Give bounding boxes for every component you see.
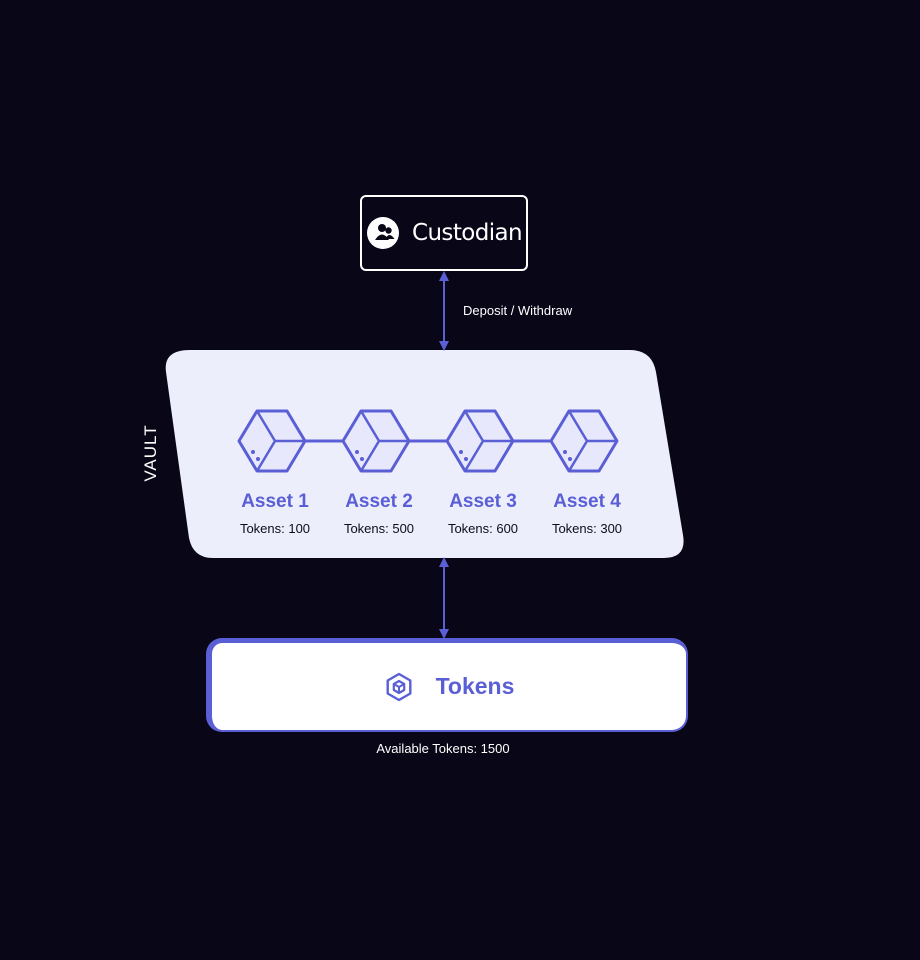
asset-name: Asset 1 [241,491,309,512]
tokens-node[interactable]: Tokens [206,638,688,732]
custodian-node[interactable]: Custodian [360,195,528,271]
vault-shape [165,350,684,558]
vault-label: VAULT [141,424,160,482]
user-group-icon [367,217,399,249]
asset-name: Asset 3 [449,491,517,512]
asset-tokens: Tokens: 500 [343,521,415,536]
cube-icon [341,409,411,473]
available-tokens-label: Available Tokens: 1500 [376,741,510,756]
tokens-label: Tokens [435,673,515,699]
deposit-withdraw-label: Deposit / Withdraw [463,303,573,318]
cube-icon [237,409,307,473]
cube-icon [549,409,619,473]
asset-tokens: Tokens: 600 [447,521,519,536]
asset-name: Asset 4 [553,491,621,512]
token-hexagon-icon [386,672,412,701]
asset-name: Asset 2 [345,491,413,512]
cube-icon [445,409,515,473]
custodian-label: Custodian [412,220,523,246]
asset-tokens: Tokens: 100 [239,521,311,536]
asset-tokens: Tokens: 300 [551,521,623,536]
